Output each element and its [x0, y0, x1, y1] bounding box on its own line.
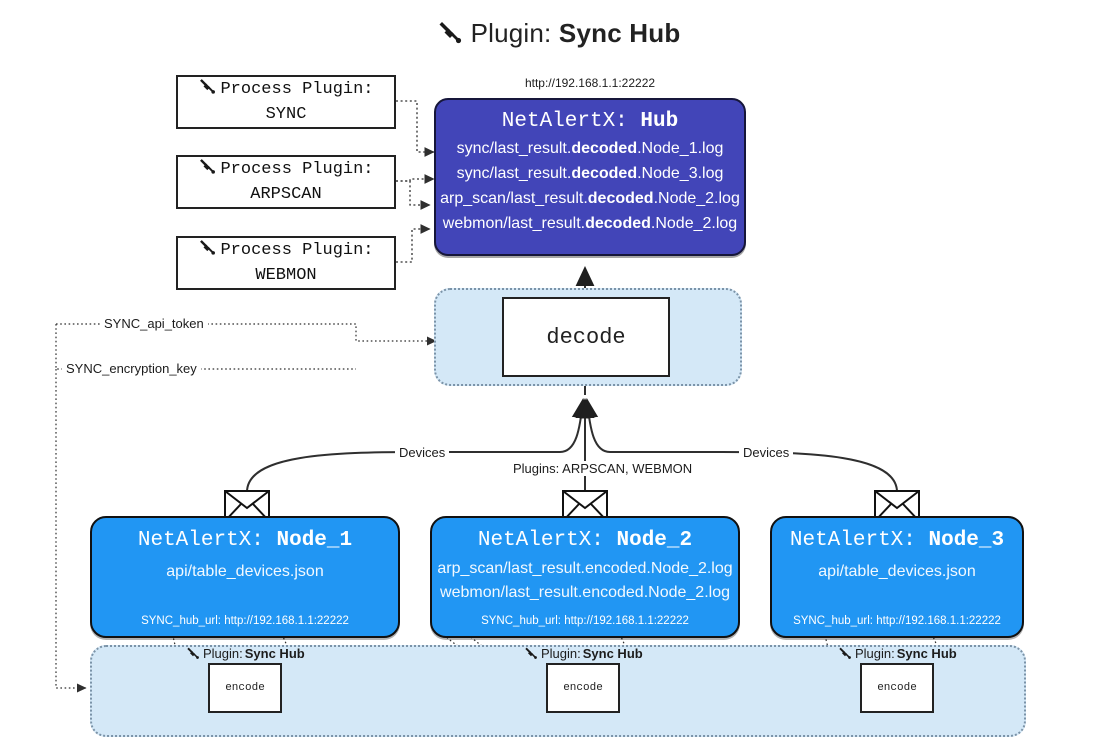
title-name: Sync Hub — [558, 18, 681, 48]
encoder-plugin-label: Plugin: Sync Hub — [186, 645, 305, 662]
plug-icon — [524, 646, 539, 663]
edge-label-devices-right: Devices — [739, 445, 794, 460]
process-plugin-webmon[interactable]: Process Plugin: WEBMON — [176, 236, 396, 290]
plug-icon — [838, 646, 853, 663]
hub-title-prefix: NetAlertX: — [501, 110, 628, 133]
title-prefix: Plugin: — [470, 18, 552, 48]
plug-icon — [198, 238, 218, 265]
process-plugin-label: Process Plugin: — [220, 241, 374, 261]
hub-box[interactable]: NetAlertX: Hub sync/last_result.decoded.… — [434, 98, 746, 256]
hub-title: NetAlertX: Hub — [436, 110, 744, 133]
edge-label-sync-api-token: SYNC_api_token — [100, 316, 208, 331]
node-line: arp_scan/last_result.encoded.Node_2.log — [437, 560, 733, 577]
node-hub-url: SYNC_hub_url: http://192.168.1.1:22222 — [793, 615, 1001, 627]
process-plugin-name: SYNC — [265, 105, 307, 124]
encode-label: encode — [563, 682, 603, 694]
hub-url-label: http://192.168.1.1:22222 — [524, 76, 656, 90]
encode-label: encode — [225, 682, 265, 694]
hub-title-name: Hub — [640, 110, 679, 133]
hub-log-row: arp_scan/last_result.decoded.Node_2.log — [440, 190, 740, 207]
plug-icon — [198, 77, 218, 104]
decode-box[interactable]: decode — [502, 297, 670, 377]
process-plugin-name: WEBMON — [255, 266, 317, 285]
process-plugin-arpscan[interactable]: Process Plugin: ARPSCAN — [176, 155, 396, 209]
encode-label: encode — [877, 682, 917, 694]
plug-icon — [186, 646, 201, 663]
node-title: NetAlertX: Node_3 — [789, 529, 1005, 552]
node-line: webmon/last_result.encoded.Node_2.log — [440, 584, 730, 601]
node-title: NetAlertX: Node_2 — [477, 529, 693, 552]
hub-log-row: sync/last_result.decoded.Node_1.log — [456, 140, 724, 157]
plug-icon — [437, 19, 465, 52]
edge-label-plugins: Plugins: ARPSCAN, WEBMON — [509, 461, 697, 476]
edge-label-devices-left: Devices — [395, 445, 450, 460]
plug-icon — [198, 157, 218, 184]
process-plugin-sync[interactable]: Process Plugin: SYNC — [176, 75, 396, 129]
node-box-node-1[interactable]: NetAlertX: Node_1 api/table_devices.json… — [90, 516, 400, 638]
encoder-plugin-label: Plugin: Sync Hub — [524, 645, 643, 662]
node-line: api/table_devices.json — [818, 563, 976, 580]
node-line: api/table_devices.json — [166, 563, 324, 580]
edge-label-sync-encryption-key: SYNC_encryption_key — [62, 361, 201, 376]
node-hub-url: SYNC_hub_url: http://192.168.1.1:22222 — [141, 615, 349, 627]
hub-log-row: sync/last_result.decoded.Node_3.log — [456, 165, 724, 182]
page-title: Plugin: Sync Hub — [0, 16, 1117, 49]
node-box-node-2[interactable]: NetAlertX: Node_2 arp_scan/last_result.e… — [430, 516, 740, 638]
node-title: NetAlertX: Node_1 — [137, 529, 353, 552]
decode-label: decode — [546, 324, 626, 350]
encode-box-node-1[interactable]: encode — [208, 663, 282, 713]
encode-box-node-2[interactable]: encode — [546, 663, 620, 713]
encoder-plugin-label: Plugin: Sync Hub — [838, 645, 957, 662]
process-plugin-label: Process Plugin: — [220, 160, 374, 180]
encode-box-node-3[interactable]: encode — [860, 663, 934, 713]
hub-log-row: webmon/last_result.decoded.Node_2.log — [442, 215, 738, 232]
process-plugin-name: ARPSCAN — [250, 185, 322, 204]
process-plugin-label: Process Plugin: — [220, 80, 374, 100]
node-hub-url: SYNC_hub_url: http://192.168.1.1:22222 — [481, 615, 689, 627]
node-box-node-3[interactable]: NetAlertX: Node_3 api/table_devices.json… — [770, 516, 1024, 638]
